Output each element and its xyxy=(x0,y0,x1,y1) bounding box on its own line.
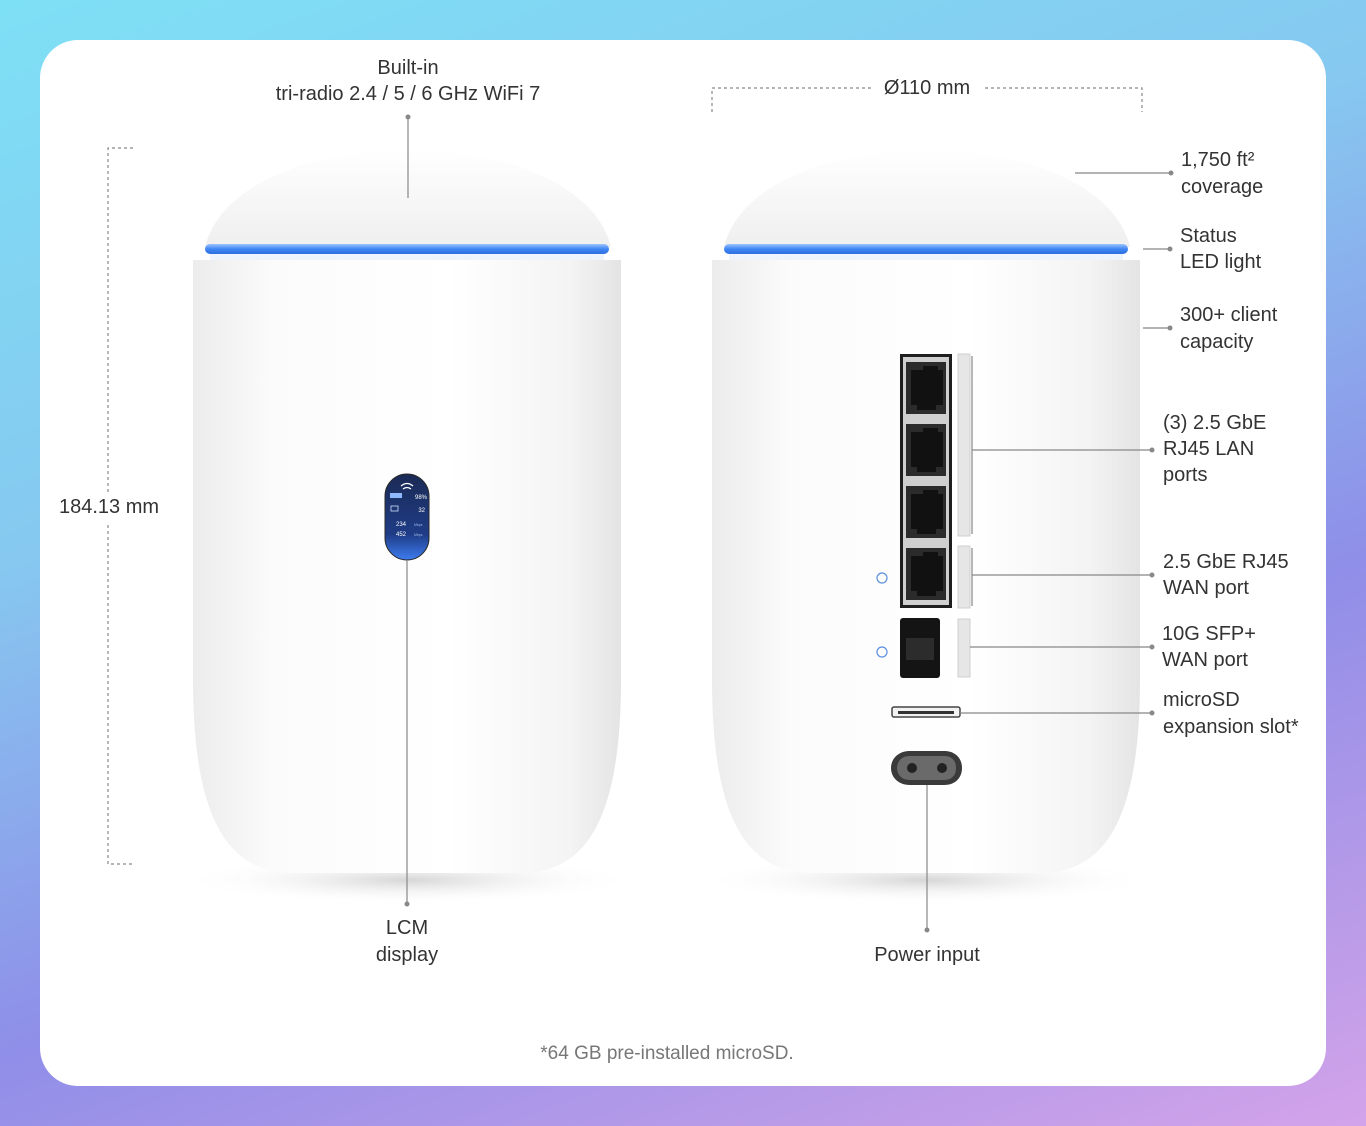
lcm-up-value: 452 xyxy=(396,532,407,538)
lan-port xyxy=(906,424,946,476)
status-led-label-line1: Status xyxy=(1180,225,1237,247)
diameter-dimension-left xyxy=(711,87,872,112)
wan-rj45-label-line2: WAN port xyxy=(1163,577,1249,599)
lcm-signal: 98% xyxy=(415,495,428,501)
product-card: 98% 32 234 Mbps 452 Mbps xyxy=(40,40,1326,1086)
microsd-label-line1: microSD xyxy=(1163,689,1240,711)
globe-icon xyxy=(876,572,888,584)
radio-label-line2: tri-radio 2.4 / 5 / 6 GHz WiFi 7 xyxy=(275,83,541,105)
front-led-ring xyxy=(205,244,609,254)
back-device xyxy=(696,150,1156,904)
lan-label-line1: (3) 2.5 GbE xyxy=(1163,412,1267,434)
leader-lan xyxy=(971,356,1152,534)
lcm-clients-icon xyxy=(390,505,399,512)
sfp-led-strip xyxy=(957,618,971,678)
footnote: *64 GB pre-installed microSD. xyxy=(540,1043,794,1064)
lan-led-strip xyxy=(957,353,971,537)
wan-rj45-label-line1: 2.5 GbE RJ45 xyxy=(1163,551,1289,573)
lcm-clients: 32 xyxy=(418,508,425,514)
leader-wan-rj45 xyxy=(971,548,1152,606)
lcm-label-line1: LCM xyxy=(385,917,429,939)
lan-port xyxy=(906,362,946,414)
power-connector xyxy=(891,751,962,785)
lcm-display: 98% 32 234 Mbps 452 Mbps xyxy=(384,473,430,561)
clients-label-line2: capacity xyxy=(1180,331,1254,353)
sfp-label-line1: 10G SFP+ xyxy=(1162,623,1256,645)
lcm-down-value: 234 xyxy=(396,522,407,528)
lcm-label-line2: display xyxy=(375,944,439,966)
front-device: 98% 32 234 Mbps 452 Mbps xyxy=(178,150,638,904)
wan-rj45-port xyxy=(906,548,946,600)
globe-icon xyxy=(876,646,888,658)
front-dome xyxy=(205,150,611,247)
power-label: Power input xyxy=(874,944,980,966)
diameter-dimension-right xyxy=(985,87,1143,112)
product-illustration: 98% 32 234 Mbps 452 Mbps xyxy=(107,87,1174,933)
diameter-label: Ø110 mm xyxy=(871,75,983,101)
lcm-up-unit: Mbps xyxy=(414,533,423,537)
coverage-label-line1: 1,750 ft² xyxy=(1181,149,1255,171)
status-led-label-line2: LED light xyxy=(1180,251,1262,273)
lan-port xyxy=(906,486,946,538)
coverage-label-line2: coverage xyxy=(1181,176,1264,198)
lcm-down-unit: Mbps xyxy=(414,523,423,527)
height-label: 184.13 mm xyxy=(59,492,160,522)
sfp-port xyxy=(900,618,940,678)
microsd-label-line2: expansion slot* xyxy=(1163,716,1299,738)
height-dimension-line xyxy=(107,147,133,865)
lan-label-line2: RJ45 LAN xyxy=(1163,438,1255,460)
back-led-ring xyxy=(724,244,1128,254)
wifi-icon xyxy=(400,482,414,490)
clients-label-line1: 300+ client xyxy=(1180,304,1278,326)
back-dome xyxy=(724,150,1130,247)
dimension-lines xyxy=(107,87,1171,930)
port-panel xyxy=(900,354,952,608)
sfp-label-line2: WAN port xyxy=(1162,649,1248,671)
radio-label-line1: Built-in xyxy=(377,57,439,79)
wan-led-strip xyxy=(957,545,971,609)
leader-dots xyxy=(404,114,1174,933)
lan-label-line3: ports xyxy=(1163,464,1208,486)
